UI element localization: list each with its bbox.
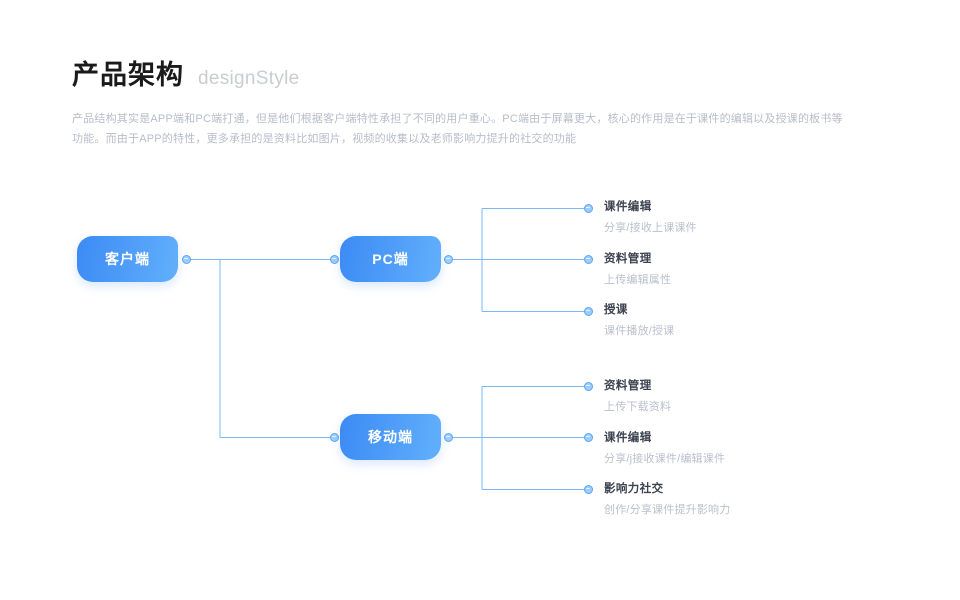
connector-dot-mobile-leaf-2[interactable] xyxy=(584,433,593,442)
connector-dot-pc-leaf-1[interactable] xyxy=(584,204,593,213)
node-mobile-label: 移动端 xyxy=(368,429,413,445)
leaf-item[interactable]: 课件编辑 分享/接收上课课件 xyxy=(604,200,854,235)
node-client[interactable]: 客户端 xyxy=(77,236,178,282)
leaf-subtitle: 分享/j接收课件/编辑课件 xyxy=(604,452,726,465)
leaf-item[interactable]: 资料管理 上传下载资料 xyxy=(604,379,854,414)
leaf-title: 课件编辑 xyxy=(604,201,652,213)
leaf-subtitle: 课件播放/授课 xyxy=(604,324,675,337)
connector-dot-mobile-in[interactable] xyxy=(330,433,339,442)
leaf-title: 影响力社交 xyxy=(604,483,664,495)
node-pc-label: PC端 xyxy=(372,251,409,267)
page-description: 产品结构其实是APP端和PC端打通，但是他们根据客户端特性承担了不同的用户重心。… xyxy=(72,113,843,146)
connector-dot-pc-leaf-2[interactable] xyxy=(584,255,593,264)
connector-dot-mobile-out[interactable] xyxy=(444,433,453,442)
connector-dot-pc-out[interactable] xyxy=(444,255,453,264)
leaf-item[interactable]: 授课 课件播放/授课 xyxy=(604,303,854,338)
leaf-subtitle: 上传编辑属性 xyxy=(604,273,672,286)
title-row: 产品架构 designStyle xyxy=(72,62,872,89)
connector-dot-mobile-leaf-1[interactable] xyxy=(584,382,593,391)
leaf-subtitle: 创作/分享课件提升影响力 xyxy=(604,503,731,516)
node-client-label: 客户端 xyxy=(105,251,150,267)
page-header: 产品架构 designStyle 产品结构其实是APP端和PC端打通，但是他们根… xyxy=(72,62,872,150)
node-pc[interactable]: PC端 xyxy=(340,236,441,282)
leaf-subtitle: 上传下载资料 xyxy=(604,400,672,413)
page-title: 产品架构 xyxy=(72,60,184,90)
page-subtitle: designStyle xyxy=(198,68,300,89)
leaf-title: 授课 xyxy=(604,304,628,316)
leaf-item[interactable]: 课件编辑 分享/j接收课件/编辑课件 xyxy=(604,431,854,466)
node-mobile[interactable]: 移动端 xyxy=(340,414,441,460)
leaf-item[interactable]: 资料管理 上传编辑属性 xyxy=(604,252,854,287)
leaf-item[interactable]: 影响力社交 创作/分享课件提升影响力 xyxy=(604,482,854,517)
connector-dot-pc-in[interactable] xyxy=(330,255,339,264)
connector-dot-pc-leaf-3[interactable] xyxy=(584,307,593,316)
connector-dot-client-out[interactable] xyxy=(182,255,191,264)
leaf-title: 课件编辑 xyxy=(604,432,652,444)
leaf-title: 资料管理 xyxy=(604,380,652,392)
leaf-title: 资料管理 xyxy=(604,253,652,265)
connector-dot-mobile-leaf-3[interactable] xyxy=(584,485,593,494)
leaf-subtitle: 分享/接收上课课件 xyxy=(604,221,697,234)
